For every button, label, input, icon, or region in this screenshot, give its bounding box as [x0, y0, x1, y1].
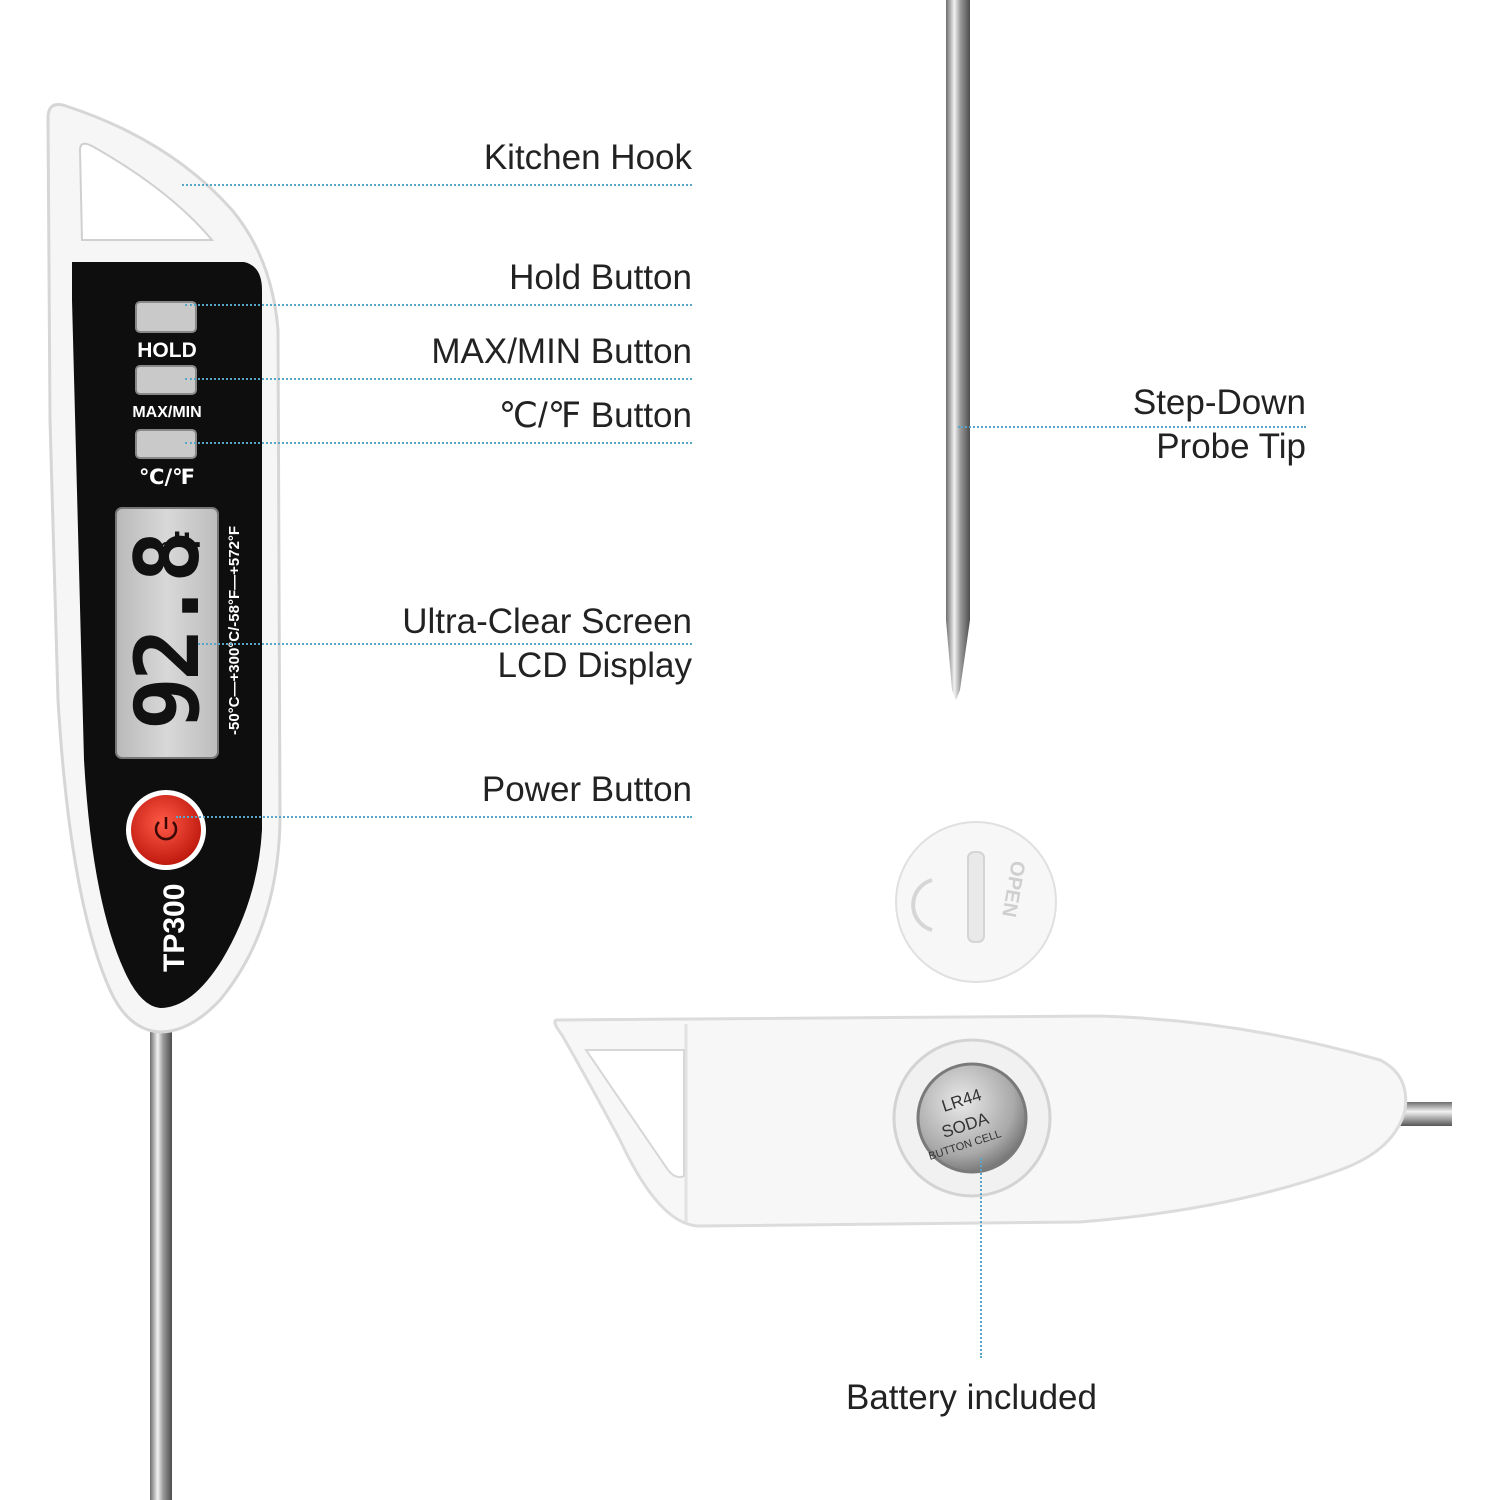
- lcd-reading: 92.8: [116, 534, 219, 730]
- label-screen-line1: Ultra-Clear Screen: [402, 602, 692, 641]
- hold-button[interactable]: [135, 301, 197, 333]
- hold-label: HOLD: [137, 339, 197, 362]
- rear-hook-hole: [584, 1049, 685, 1179]
- model-label: TP300: [158, 884, 191, 972]
- label-probe-line2: Probe Tip: [1156, 427, 1306, 466]
- power-icon: [154, 817, 178, 841]
- kitchen-hook-hole: [78, 142, 215, 241]
- maxmin-button[interactable]: [135, 365, 197, 395]
- leader-battery: [980, 1158, 982, 1358]
- leader-screen: [198, 643, 692, 645]
- battery-cell: [916, 1062, 1028, 1174]
- leader-probe-tip: [958, 426, 1306, 428]
- label-screen: Ultra-Clear Screen LCD Display: [402, 600, 692, 688]
- probe-rod: [150, 1030, 172, 1500]
- label-hold-button: Hold Button: [509, 258, 692, 297]
- leader-hold-button: [185, 304, 692, 306]
- leader-maxmin-button: [185, 378, 692, 380]
- unit-button[interactable]: [135, 429, 197, 459]
- leader-kitchen-hook: [182, 184, 692, 186]
- step-down-probe: [946, 0, 970, 700]
- label-battery: Battery included: [846, 1378, 1097, 1417]
- lcd-screen: [115, 507, 219, 759]
- battery-cap-arrow-icon: [911, 878, 933, 932]
- range-text: -50°C—+300°C/-58°F—+572°F: [226, 526, 243, 735]
- lcd-degree-dot: [161, 542, 171, 552]
- power-button[interactable]: [131, 795, 201, 865]
- label-probe-line1: Step-Down: [1132, 383, 1306, 422]
- label-maxmin-button: MAX/MIN Button: [431, 332, 692, 371]
- maxmin-label: MAX/MIN: [132, 404, 201, 421]
- leader-power-button: [176, 816, 692, 818]
- leader-unit-button: [185, 442, 692, 444]
- label-power-button: Power Button: [481, 770, 692, 809]
- label-probe-tip: Step-Down Probe Tip: [1133, 381, 1306, 469]
- battery-cap-slot: [967, 851, 985, 943]
- label-screen-line2: LCD Display: [497, 646, 693, 685]
- label-kitchen-hook: Kitchen Hook: [483, 138, 692, 177]
- unit-label: ℃/℉: [139, 465, 195, 489]
- lcd-unit: F: [169, 530, 209, 550]
- label-unit-button: ℃/℉ Button: [498, 396, 692, 435]
